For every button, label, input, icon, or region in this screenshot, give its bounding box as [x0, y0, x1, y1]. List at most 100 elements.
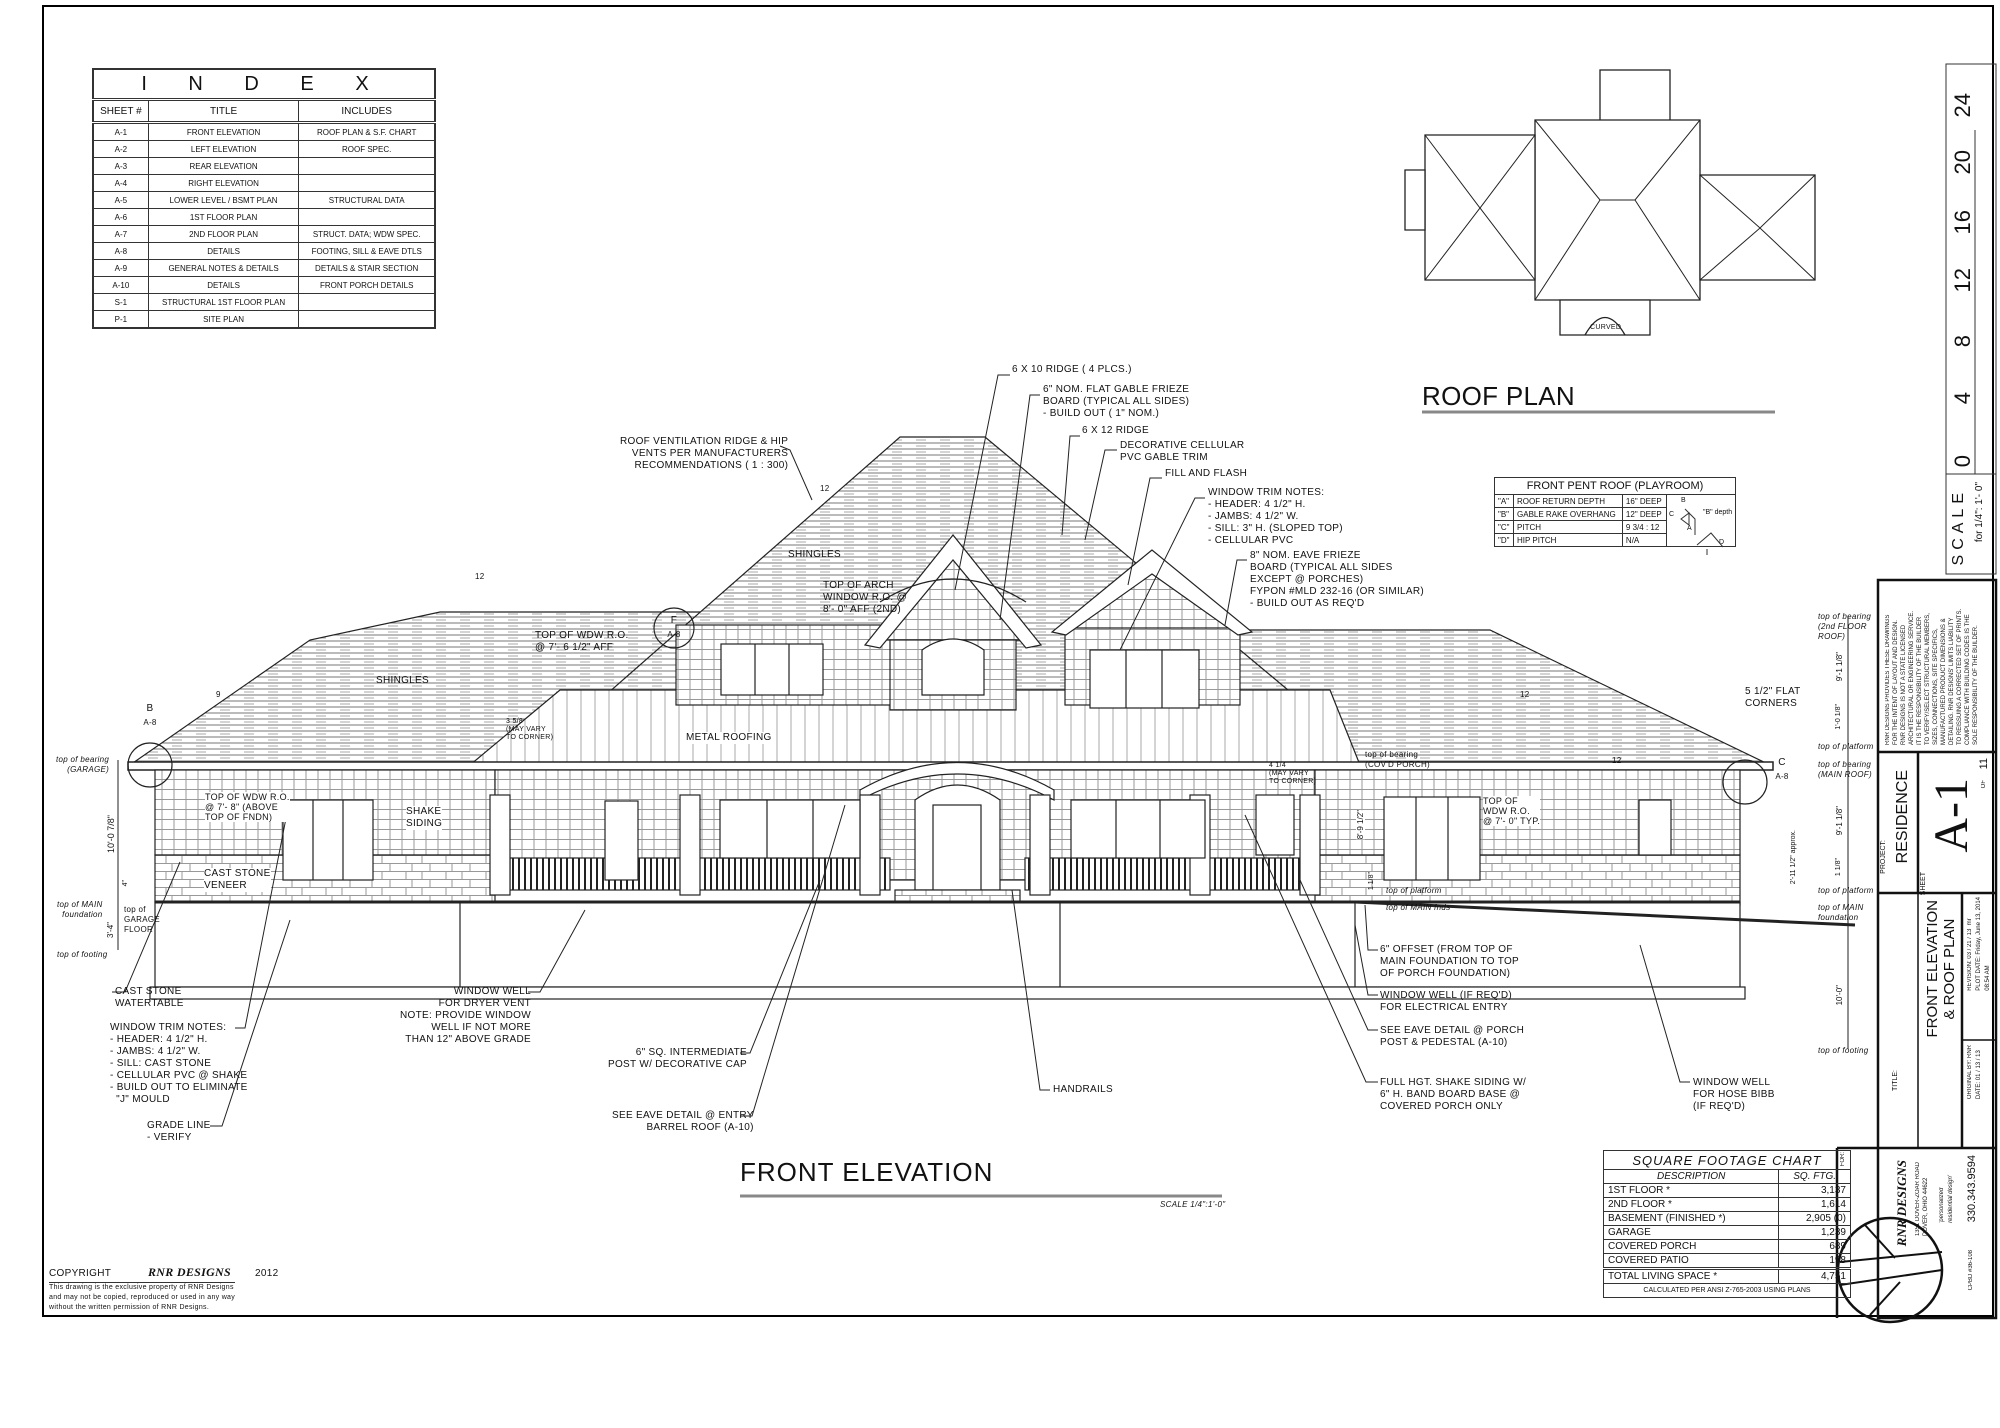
disclaimer-text: RNR DESIGNS PROVIDES THESE DRAWINGS FOR … — [1885, 608, 1979, 745]
callout-full-shake: FULL hgt. SHAKE SIDING w/ 6" h. BAND BOA… — [1380, 1077, 1527, 1112]
index-title: I N D E X — [92, 68, 436, 101]
callout-window-trim-upper: WINDOW TRIM NOTES: - HEADER: 4 1/2" h. -… — [1208, 487, 1343, 546]
level-platform-upper: top of platform — [1818, 742, 1874, 751]
roof-plan-title: ROOF PLAN — [1422, 381, 1575, 411]
index-sheet-title: DETAILS — [147, 242, 300, 260]
pent-key: "D" — [1493, 533, 1515, 547]
callout-wdw-ro-left: TOP of WDW R.O. @ 7'- 8" (ABOVE top of F… — [205, 792, 290, 822]
sqft-note: CALCULATED PER ANSI Z-765-2003 USING PLA… — [1643, 1287, 1811, 1294]
index-includes — [298, 310, 436, 329]
index-includes: DETAILS & STAIR SECTION — [298, 259, 436, 277]
callout-shingles-lower: SHINGLES — [376, 675, 429, 686]
callout-vary-left: 3 5/8 (MAY VARY to CORNER) — [506, 718, 554, 741]
index-includes — [298, 293, 436, 311]
pent-desc: ROOF RETURN DEPTH — [1513, 494, 1623, 508]
sqft-header: DESCRIPTION — [1602, 1169, 1780, 1184]
right-gable-roof — [1050, 549, 1254, 636]
diagram-label: "B" depth — [1703, 509, 1733, 516]
index-sheet: A-2 — [92, 140, 149, 158]
index-includes: STRUCT. DATA; WDW SPEC. — [298, 225, 436, 243]
copyright-company: RNR DESIGNS — [148, 1265, 231, 1279]
pent-desc: HIP PITCH — [1513, 533, 1623, 547]
callout-gable-trim: DECORATIVE CELLULAR PVC GABLE TRIM — [1120, 440, 1245, 463]
pitch-label: 12 — [1520, 690, 1530, 699]
company-cert: CPBD #36-108 — [1968, 1250, 1974, 1291]
scale-tick: 0 — [1950, 455, 1975, 468]
sqft-value: 2,905 (0) — [1778, 1211, 1851, 1226]
scale-tick: 8 — [1950, 335, 1975, 348]
sqft-value: 1,239 — [1778, 1225, 1851, 1240]
callout-shake-siding: SHAKE SIDING — [406, 806, 443, 830]
gable-arch-trim — [879, 578, 1027, 603]
level-footing-right: top of footing — [1818, 1046, 1869, 1055]
index-includes: ROOF SPEC. — [298, 140, 436, 158]
level-bearing-main: top of bearing (MAIN ROOF) — [1818, 760, 1872, 779]
foundation — [154, 901, 1741, 988]
sqft-desc: 1st FLOOR * — [1602, 1183, 1780, 1198]
title-block-lines — [1835, 578, 1998, 1324]
callout-porch-post: SEE EAVE DETAIL @ PORCH POST & PEDESTAL … — [1380, 1025, 1525, 1048]
project-label: PROJECT: — [1880, 840, 1887, 874]
company-name: RNR DESIGNS — [1894, 1160, 1909, 1247]
index-sheet-title: 1st FLOOR PLAN — [147, 208, 300, 226]
sqft-title: SQUARE FOOTAGE CHART — [1603, 1150, 1851, 1170]
scale-tick: 12 — [1950, 268, 1975, 293]
curved-label: CURVED — [1590, 324, 1622, 331]
sqft-desc: COVERED PATIO — [1602, 1253, 1780, 1269]
index-sheet: A-4 — [92, 174, 149, 192]
drawing-border — [42, 5, 1994, 1317]
index-sheet: P-1 — [92, 310, 149, 329]
house-elevation — [112, 374, 1856, 1127]
dim-porch-step: 1 1/8" — [1368, 872, 1375, 891]
pent-value: 12" deep — [1621, 507, 1668, 521]
dim-left-found: 3'-4" — [106, 922, 115, 938]
company-tagline: 'personalized residential design' — [1939, 1175, 1954, 1223]
level-garage-floor: top of GARAGE FLOOR — [124, 905, 161, 934]
grade-line — [1354, 900, 1856, 927]
callout-entry-barrel: SEE EAVE DETAIL @ ENTRY BARREL ROOF (A-1… — [612, 1110, 754, 1133]
pitch-label: 12 — [820, 484, 830, 493]
sqft-row: 1st FLOOR *3,137 — [1602, 1183, 1851, 1198]
dim-stone-height: 2'-11 1/2" approx. — [1790, 830, 1797, 885]
pent-key: "B" — [1493, 507, 1515, 521]
level-platform-lower: top of platform — [1818, 886, 1874, 895]
detail-letter: B — [146, 703, 154, 714]
detail-bubble-f — [653, 607, 695, 649]
callout-window-trim-lower: WINDOW TRIM NOTES: - HEADER: 4 1/2" h. -… — [110, 1022, 248, 1105]
index-includes — [298, 174, 436, 192]
sqft-row: 2nd FLOOR *1,614 — [1602, 1197, 1851, 1212]
callout-vary-right: 4 1/4 (MAY VARY to CORNER) — [1269, 762, 1317, 785]
dim-porch-wall: 8'-9 1/2" — [1356, 810, 1365, 840]
pent-desc: PITCH — [1513, 520, 1623, 534]
index-sheet: A-6 — [92, 208, 149, 226]
scale-tick: 16 — [1950, 210, 1975, 235]
sheet-total: 11 — [1978, 758, 1990, 770]
sqft-header: SQ. FTG. — [1778, 1169, 1851, 1184]
index-sheet: A-9 — [92, 259, 149, 277]
callout-flat-corners: 5 1/2" FLAT CORNERS — [1745, 686, 1801, 709]
roof-plan — [740, 69, 1816, 1198]
callout-fill-flash: FILL and FLASH — [1165, 468, 1248, 479]
index-header: TITLE — [147, 99, 300, 124]
index-sheet: A-10 — [92, 276, 149, 294]
index-row: A-61st FLOOR PLAN — [92, 208, 436, 226]
pitch-label: 9 — [216, 690, 221, 699]
pent-value: 16" deep — [1621, 494, 1668, 508]
index-includes — [298, 157, 436, 175]
scale-tick: 4 — [1950, 392, 1975, 405]
sqft-desc: 2nd FLOOR * — [1602, 1197, 1780, 1212]
detail-sheet: A-8 — [667, 630, 681, 639]
level-main-fnds-porch: top of MAIN fnds — [1386, 903, 1451, 912]
index-header: SHEET # — [92, 99, 149, 124]
